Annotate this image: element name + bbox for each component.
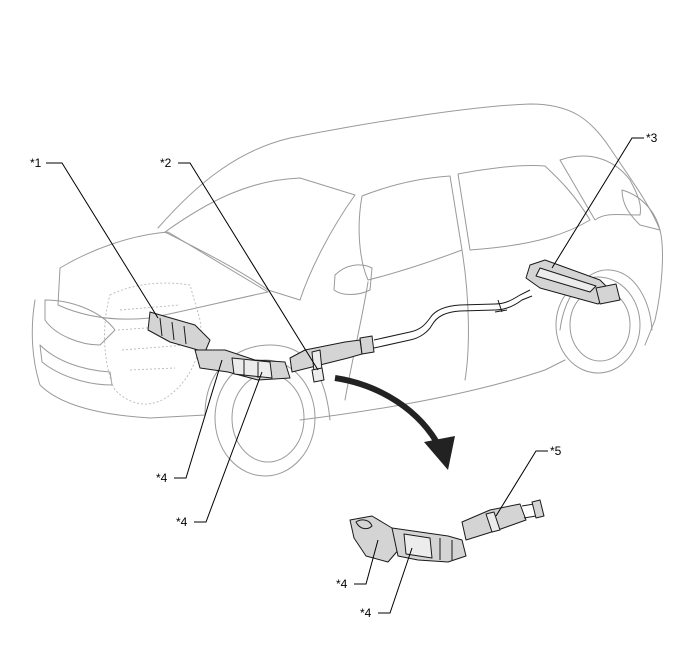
detail-outlet-flange [531,499,545,519]
detail-manifold-port [355,519,373,530]
pipe-support-bracket [311,367,325,383]
detail-catalyst-ribs [439,538,453,560]
rear-wheel-arch [559,269,653,331]
exhaust-system-installed [147,259,621,383]
car-headlight [44,299,116,346]
leader-4a [174,359,223,479]
manifold-ports [159,317,187,345]
exhaust-manifold [147,311,211,353]
car-side-window-rear [457,164,591,251]
exhaust-detail-view [349,499,545,563]
center-pipe-top [373,289,531,341]
front-wheel [214,359,316,477]
car-roof-line [157,103,663,346]
detail-catalyst-shield [403,533,433,559]
front-catalyst-bolts [243,360,259,378]
leader-4c [354,539,379,585]
car-hood [57,231,269,320]
callout-5: *5 [550,444,562,458]
callout-4d: *4 [360,606,372,620]
car-rear-light [621,189,661,231]
rear-wheel [555,276,641,374]
callout-2: *2 [160,156,172,170]
callout-4c: *4 [336,577,348,591]
callout-4b: *4 [176,515,188,529]
detail-arrow [334,375,455,470]
leader-4d [378,547,413,614]
car-sill [299,359,566,421]
front-wheel-arch [204,344,331,421]
leader-4b [194,371,263,523]
car-body-outline [31,103,663,477]
callout-1: *1 [30,156,42,170]
detail-manifold [349,515,401,563]
leader-lines [46,137,644,614]
car-windshield [164,177,356,301]
detail-arrow-shaft [334,375,443,450]
callout-3: *3 [646,131,658,145]
detail-center-flange [485,511,501,533]
detail-outlet-pipe [521,503,537,519]
car-front-bumper [31,299,206,419]
car-mirror [333,264,373,295]
center-pipe-bottom [373,295,533,349]
tail-pipe [595,283,621,305]
callout-4a: *4 [156,471,168,485]
muffler-top [535,267,597,293]
leader-2 [178,162,319,371]
car-door-line-rear [461,249,469,381]
pipe-hanger [494,299,508,313]
callout-labels: *1 *2 *3 *4 *4 *5 *4 *4 [30,131,658,620]
leader-1 [46,162,159,319]
car-grille [39,344,113,386]
center-joint [359,335,375,355]
detail-arrow-head [424,436,455,470]
leader-3 [551,137,644,269]
leader-5 [495,450,548,517]
car-side-window-front [358,175,463,281]
front-wheel-rim [231,373,305,463]
